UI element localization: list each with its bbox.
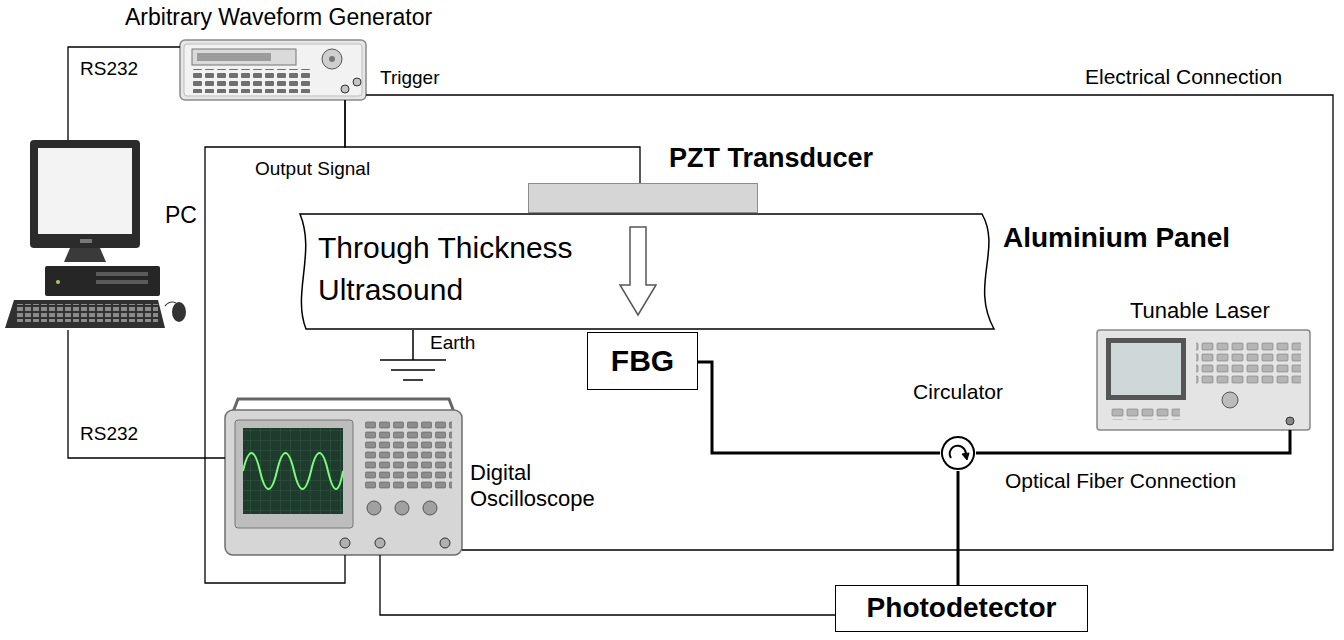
oscilloscope: Digital Oscilloscope — [225, 410, 462, 555]
box-label: FBG — [611, 344, 674, 379]
panel-outline — [300, 214, 994, 329]
optical-fiber — [698, 362, 940, 453]
signal-wire — [345, 100, 640, 183]
fbg-box: FBG — [587, 332, 698, 390]
signal-label: Trigger — [380, 67, 439, 90]
waveform-generator: Arbitrary Waveform Generator — [180, 40, 366, 100]
circulator-symbol — [962, 453, 969, 460]
optical-fiber — [976, 430, 1290, 453]
signal-wire — [380, 555, 835, 615]
photodetector-box: Photodetector — [835, 585, 1088, 632]
rs232-cable — [68, 330, 225, 458]
instrument-label: Tunable Laser — [1130, 298, 1270, 324]
connection-label: Optical Fiber Connection — [1005, 468, 1236, 493]
circulator-symbol — [942, 437, 974, 469]
panel-outline — [290, 213, 1000, 330]
signal-label: RS232 — [80, 423, 138, 446]
pzt-transducer: PZT Transducer — [528, 183, 758, 213]
connection-label: Electrical Connection — [1085, 64, 1282, 89]
panel-text: Through Thickness Ultrasound — [318, 227, 600, 311]
oscilloscope-illustration — [225, 399, 462, 555]
ground-label: Earth — [430, 332, 475, 355]
part-label: PZT Transducer — [669, 142, 873, 174]
signal-label: Output Signal — [255, 158, 370, 181]
rs232-cable — [68, 47, 180, 140]
instrument-label: Arbitrary Waveform Generator — [125, 4, 432, 32]
tunable-laser: Tunable Laser — [1097, 330, 1310, 430]
aluminium-panel: Through Thickness UltrasoundAluminium Pa… — [290, 213, 1000, 330]
box-label: Photodetector — [867, 592, 1057, 624]
circulator-symbol — [940, 435, 976, 471]
tunable-laser-illustration — [1097, 330, 1310, 430]
optical-fiber — [957, 471, 960, 585]
waveform-generator-illustration — [180, 40, 366, 100]
part-label: Circulator — [913, 379, 1003, 404]
instrument-label: Digital Oscilloscope — [470, 460, 620, 513]
pc-illustration — [5, 140, 186, 328]
instrument-label: PC — [165, 202, 197, 230]
signal-label: RS232 — [80, 58, 138, 81]
circulator: Circulator — [940, 435, 976, 471]
part-label: Aluminium Panel — [1003, 221, 1230, 255]
pc: PC — [5, 140, 165, 330]
panel-outline — [620, 227, 656, 315]
